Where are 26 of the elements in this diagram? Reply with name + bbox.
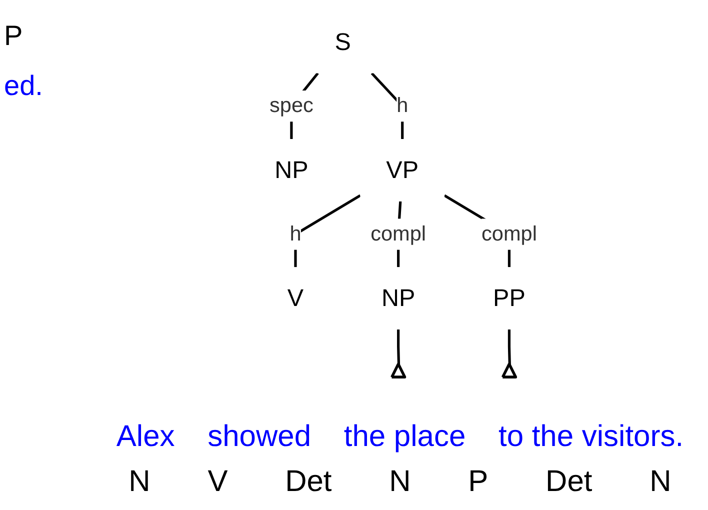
- edge-label: h: [396, 94, 408, 118]
- text-fragment: P: [4, 20, 24, 52]
- sentence-word: Alex: [116, 420, 175, 454]
- edge-label: h: [290, 222, 302, 246]
- node-text: NP: [274, 156, 308, 184]
- category-tag: N: [128, 465, 150, 499]
- node-text: V: [287, 284, 304, 312]
- edge-label: compl: [482, 222, 537, 246]
- sentence-word: to the visitors.: [498, 420, 684, 454]
- edge-label: compl: [370, 222, 426, 246]
- category-tag: N: [650, 465, 672, 499]
- text-fragment: ed.: [4, 70, 44, 102]
- category-tag: V: [208, 465, 228, 499]
- category-tag: N: [389, 465, 411, 499]
- node-text: PP: [493, 284, 526, 312]
- node-text: NP: [381, 284, 416, 312]
- edge-label: spec: [270, 94, 314, 118]
- node-text: S: [334, 28, 351, 56]
- category-tag: Det: [285, 465, 332, 499]
- category-tag: P: [468, 465, 488, 499]
- node-text: VP: [386, 156, 419, 184]
- category-tag: Det: [546, 465, 592, 499]
- connector: [508, 329, 511, 365]
- sentence-word: the place: [344, 420, 466, 454]
- connector: [397, 329, 400, 365]
- sentence-word: showed: [208, 420, 312, 454]
